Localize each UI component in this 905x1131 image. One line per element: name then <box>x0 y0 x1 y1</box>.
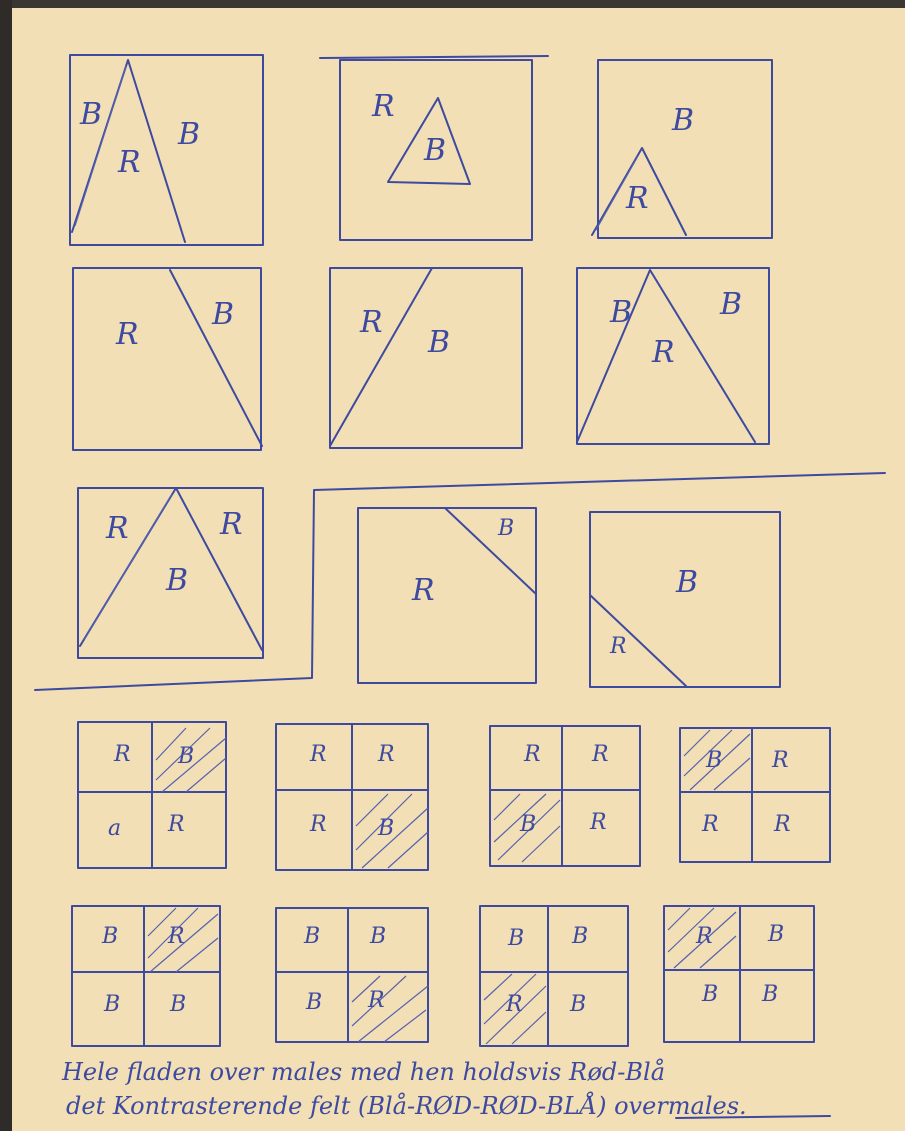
sketch-2-label-outside: R <box>372 92 395 122</box>
sketch-6-label-left: B <box>610 298 632 328</box>
grid-1-2-cell-br: B <box>378 818 394 840</box>
sketch-3 <box>592 60 772 238</box>
grid-1-2-cell-bl: R <box>310 814 327 836</box>
grid-1-4 <box>680 728 830 862</box>
sketch-4 <box>73 268 262 450</box>
grid-2-2-cell-br: R <box>368 990 385 1012</box>
grid-1-3 <box>490 726 640 866</box>
sketch-7-label-right: R <box>220 510 243 540</box>
grid-2-3 <box>480 906 628 1046</box>
sketch-8-label-main: R <box>412 576 435 606</box>
grid-1-4-cell-tl: B <box>706 750 722 772</box>
sketch-6-label-middle: R <box>652 338 675 368</box>
grid-2-1-cell-br: B <box>170 994 186 1016</box>
sketch-4-label-left: R <box>116 320 139 350</box>
sketch-6-label-right: B <box>720 290 742 320</box>
grid-2-3-cell-tl: B <box>508 928 524 950</box>
grid-2-2-cell-tl: B <box>304 926 320 948</box>
grid-1-3-cell-br: R <box>590 812 607 834</box>
sketch-5 <box>330 268 522 448</box>
sketch-1-label-left: B <box>80 100 102 130</box>
grid-2-4-cell-tl: R <box>696 926 713 948</box>
grid-2-4 <box>664 906 814 1042</box>
sketch-2-label-triangle: B <box>424 136 446 166</box>
grid-2-1 <box>72 906 220 1046</box>
grid-1-4-cell-br: R <box>774 814 791 836</box>
grid-2-4-cell-bl: B <box>702 984 718 1006</box>
sketch-1 <box>70 55 263 245</box>
grid-2-3-cell-bl: R <box>506 994 523 1016</box>
sketch-8-label-corner: B <box>498 518 514 540</box>
note-line-1: Hele fladen over males med hen holdsvis … <box>62 1060 665 1084</box>
grid-1-3-cell-bl: B <box>520 814 536 836</box>
note-line-2: det Kontrasterende felt (Blå-RØD-RØD-BLÅ… <box>66 1094 747 1118</box>
sketch-3-label-outside: B <box>672 106 694 136</box>
grid-1-4-cell-bl: R <box>702 814 719 836</box>
grid-2-3-cell-tr: B <box>572 926 588 948</box>
grid-2-1-cell-bl: B <box>104 994 120 1016</box>
grid-2-4-cell-br: B <box>762 984 778 1006</box>
sketch-5-label-left: R <box>360 308 383 338</box>
grid-1-3-cell-tr: R <box>592 744 609 766</box>
sketch-3-label-triangle: R <box>626 184 649 214</box>
grid-2-2-cell-bl: B <box>306 992 322 1014</box>
grid-1-2-cell-tr: R <box>378 744 395 766</box>
grid-1-2 <box>276 724 428 870</box>
sketch-7-label-left: R <box>106 514 129 544</box>
sketch-1-label-right: B <box>178 120 200 150</box>
grid-1-3-cell-tl: R <box>524 744 541 766</box>
grid-2-4-cell-tr: B <box>768 924 784 946</box>
grid-1-4-cell-tr: R <box>772 750 789 772</box>
grid-1-1 <box>78 722 226 868</box>
grid-1-2-cell-tl: R <box>310 744 327 766</box>
sketch-9-label-corner: R <box>610 636 627 658</box>
grid-1-1-cell-br: R <box>168 814 185 836</box>
sketch-9-label-main: B <box>676 568 698 598</box>
grid-2-2 <box>276 908 428 1042</box>
grid-2-1-cell-tl: B <box>102 926 118 948</box>
grid-1-1-cell-tl: R <box>114 744 131 766</box>
sketch-7-label-triangle: B <box>166 566 188 596</box>
sketch-4-label-right: B <box>212 300 234 330</box>
grid-2-2-cell-tr: B <box>370 926 386 948</box>
grid-1-1-cell-tr: B <box>178 746 194 768</box>
grid-2-1-cell-tr: R <box>168 926 185 948</box>
sketch-1-label-middle: R <box>118 148 141 178</box>
grid-1-1-cell-bl: a <box>108 818 121 840</box>
sketch-5-label-right: B <box>428 328 450 358</box>
grid-2-3-cell-br: B <box>570 994 586 1016</box>
